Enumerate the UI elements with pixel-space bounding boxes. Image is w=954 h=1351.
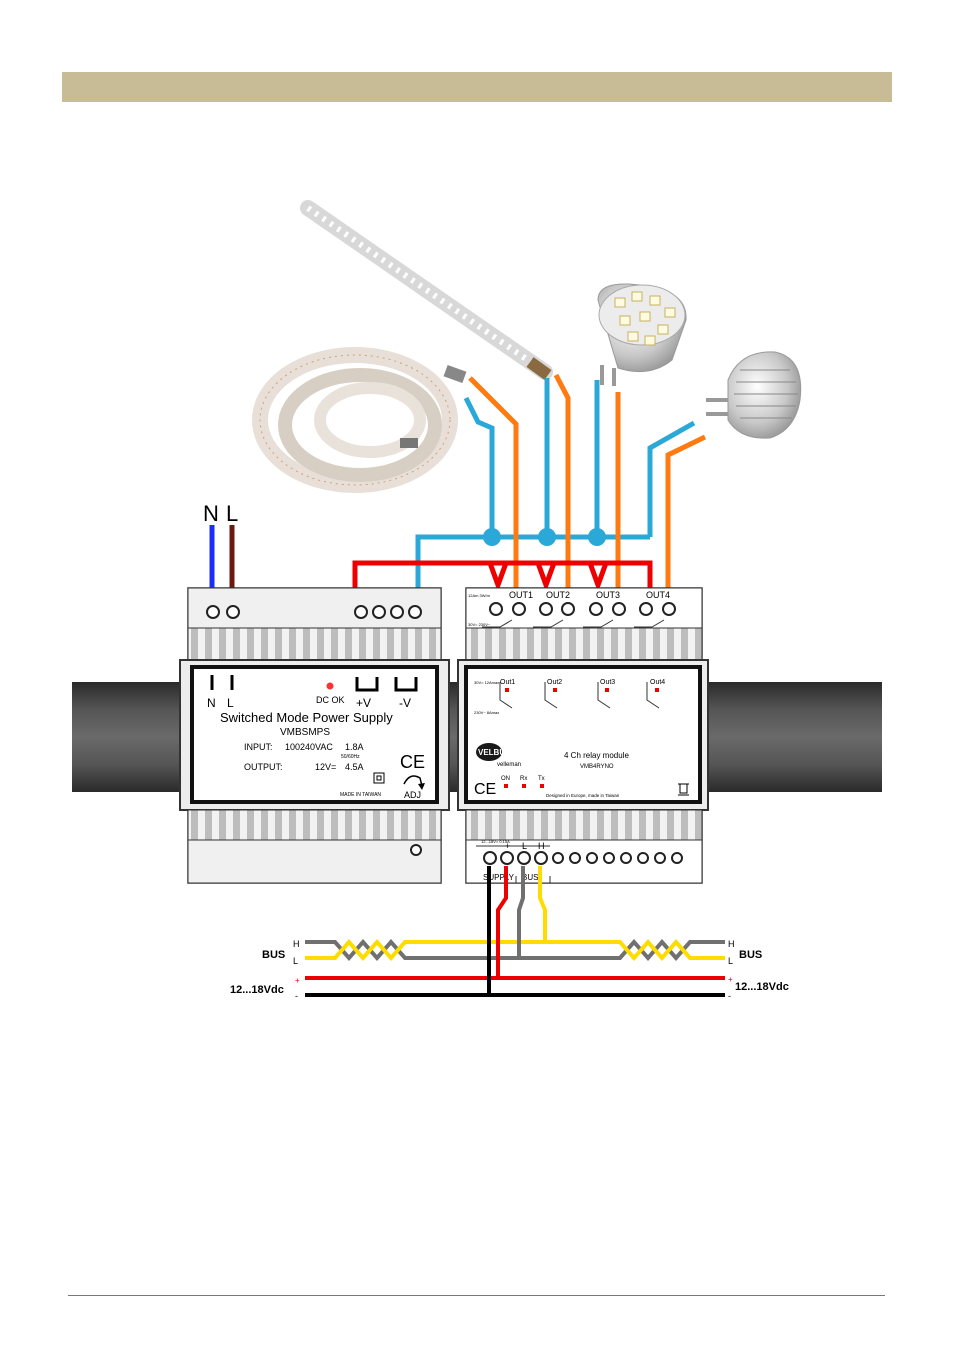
drop-wires — [487, 866, 547, 995]
ps-l-terminal: L — [227, 696, 234, 710]
ps-n-terminal: N — [207, 696, 216, 710]
relay-out3-small: Out3 — [600, 679, 615, 686]
left-voltage-label: 12...18Vdc — [230, 984, 284, 996]
bus-twisted-pair-left — [305, 938, 540, 962]
relay-led-tx: Tx — [538, 776, 545, 782]
ps-ce-mark: CE — [400, 752, 425, 772]
right-l-label: L — [728, 956, 733, 966]
ps-output-current: 4.5A — [345, 762, 364, 772]
ps-output-label: OUTPUT: — [244, 762, 283, 772]
relay-out2-small: Out2 — [547, 679, 562, 686]
left-l-label: L — [293, 956, 298, 966]
ps-model: VMBSMPS — [280, 727, 330, 738]
supply-lines — [305, 976, 725, 997]
ps-title: Switched Mode Power Supply — [220, 710, 393, 725]
velbus-logo-icon — [476, 743, 502, 761]
mr16-spot-1 — [597, 283, 687, 386]
footer-rule — [68, 1295, 885, 1296]
relay-rating-side-2: 230V~ 8Amax — [474, 710, 499, 715]
relay-rating-top: 12Am 3W/m — [468, 593, 491, 598]
junction-dots — [483, 528, 606, 546]
weee-bin-icon — [678, 783, 689, 796]
led-strip-coil — [252, 347, 467, 493]
dc-ok-label: DC OK — [316, 695, 345, 705]
header-band — [62, 72, 892, 102]
relay-supply-spec: 12...18V= 0.15A — [481, 839, 510, 844]
mains-n-label: N — [203, 501, 219, 526]
relay-rating-bottom: 30V= 230V~ — [468, 622, 491, 627]
mains-wires — [209, 525, 235, 590]
left-bus-label: BUS — [262, 949, 285, 961]
led-bar — [300, 200, 553, 380]
blue-wires — [415, 378, 696, 590]
right-h-label: H — [728, 939, 735, 949]
relay-title: 4 Ch relay module — [564, 751, 629, 760]
ps-input-label: INPUT: — [244, 742, 273, 752]
relay-out-leds — [505, 688, 659, 692]
adj-arrow-icon — [403, 775, 423, 787]
left-h-label: H — [293, 939, 300, 949]
relay-ce-mark: CE — [474, 781, 496, 798]
relay-out1-label: OUT1 — [509, 590, 533, 600]
mr16-spot-2 — [706, 351, 802, 439]
right-minus-label: - — [728, 991, 731, 1001]
relay-model: VMB4RYNO — [580, 764, 614, 770]
orange-wires — [468, 373, 707, 592]
ps-input-freq: 50/60Hz — [341, 754, 360, 760]
power-supply-module — [179, 587, 450, 884]
ps-input-value: 100240VAC — [285, 742, 333, 752]
plus-v-label: +V — [356, 696, 371, 710]
right-plus-label: + — [728, 975, 733, 984]
dc-ok-led — [326, 682, 334, 690]
relay-supply-label: SUPPLY — [483, 873, 515, 882]
relay-out4-label: OUT4 — [646, 590, 670, 600]
ps-input-current: 1.8A — [345, 742, 364, 752]
relay-brand-sub: velleman — [497, 762, 521, 768]
relay-led-rx: Rx — [520, 776, 527, 782]
mains-l-label: L — [226, 501, 238, 526]
left-plus-label: + — [295, 976, 300, 985]
relay-rating-side-1: 30V= 12Amax — [474, 680, 499, 685]
relay-designed: Designed in Europe, made in Taiwan — [546, 793, 620, 798]
ps-box-icon — [373, 772, 385, 784]
ps-adj-label: ADJ — [404, 790, 421, 800]
relay-out3-label: OUT3 — [596, 590, 620, 600]
right-bus-label: BUS — [739, 949, 762, 961]
adj-arrow-head — [418, 783, 425, 790]
left-minus-label: - — [295, 991, 298, 1001]
bus-twisted-pair-right — [540, 938, 725, 962]
red-supply-wire — [352, 560, 653, 593]
right-voltage-label: 12...18Vdc — [735, 981, 789, 993]
relay-bus-plus: + — [505, 841, 510, 851]
relay-brand: VELBUS — [478, 748, 511, 757]
relay-bus-l: L — [522, 841, 527, 851]
relay-status-leds — [504, 784, 544, 788]
ps-output-value: 12V= — [315, 762, 336, 772]
relay-out2-label: OUT2 — [546, 590, 570, 600]
relay-bus-h: H — [538, 841, 545, 851]
ps-made-in: MADE IN TAIWAN — [340, 792, 381, 798]
ps-terminal-marks — [210, 675, 418, 692]
relay-led-on: ON — [501, 776, 510, 782]
relay-out1-small: Out1 — [500, 679, 515, 686]
relay-out4-small: Out4 — [650, 679, 665, 686]
relay-bus-label: BUS — [522, 873, 538, 882]
minus-v-label: -V — [399, 696, 411, 710]
